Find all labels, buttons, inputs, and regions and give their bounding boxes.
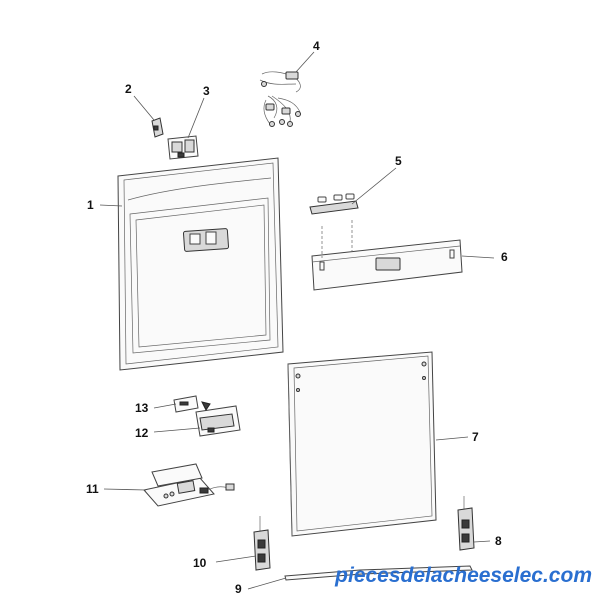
watermark-text: piecesdelacheeselec.com (334, 564, 592, 587)
right-hinge (457, 496, 475, 551)
callout-11: 11 (86, 482, 99, 496)
hinge-rod (284, 565, 473, 581)
door-lock (167, 135, 199, 160)
callout-1: 1 (87, 198, 94, 212)
callout-3: 3 (203, 84, 210, 98)
wiring-harness (259, 71, 301, 127)
callout-5: 5 (395, 154, 402, 168)
callout-13: 13 (135, 401, 149, 415)
callout-8: 8 (495, 534, 502, 548)
left-hinge (253, 516, 271, 571)
latch-clip (151, 117, 164, 138)
button-set (309, 193, 359, 215)
callout-6: 6 (501, 250, 508, 264)
callout-9: 9 (235, 582, 242, 596)
callout-12: 12 (135, 426, 149, 440)
control-panel-fascia (311, 220, 463, 291)
inner-door-panel (117, 157, 284, 371)
callout-10: 10 (193, 556, 207, 570)
callout-2: 2 (125, 82, 132, 96)
detergent-dispenser (195, 405, 241, 437)
leader-lines (99, 51, 495, 590)
callout-7: 7 (472, 430, 479, 444)
callout-4: 4 (313, 39, 320, 53)
rinse-aid-lid (173, 395, 211, 413)
control-board (143, 463, 235, 507)
callout-numbers: 1 2 3 4 5 6 7 8 9 10 11 12 13 (86, 39, 508, 596)
outer-door-panel (287, 351, 437, 537)
